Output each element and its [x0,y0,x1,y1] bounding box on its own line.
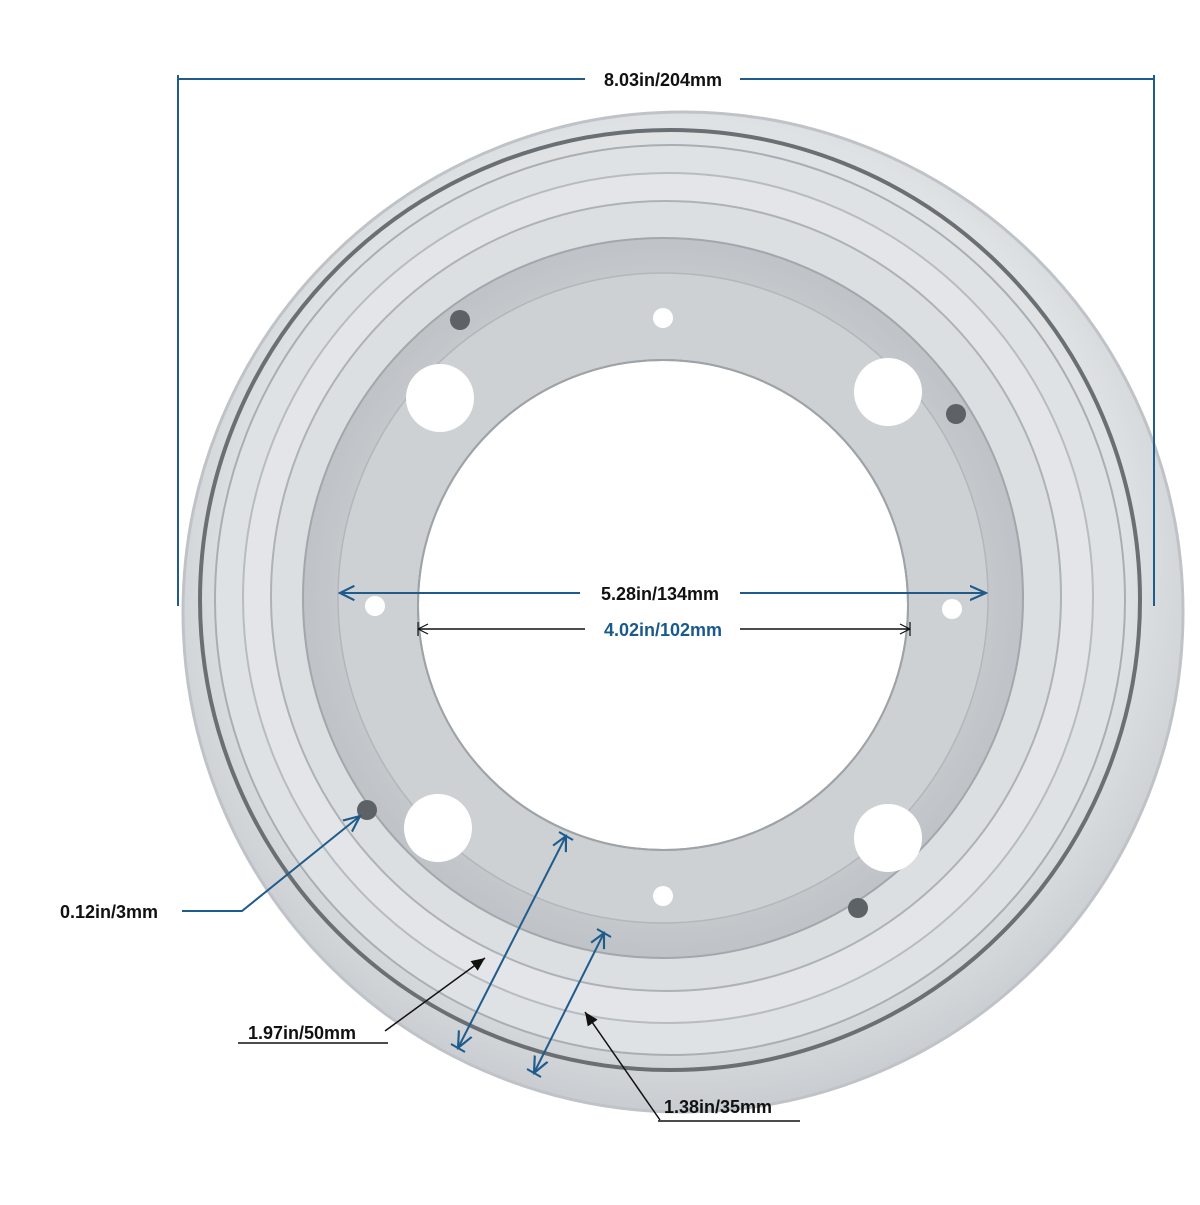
inner-diameter-dimension: 4.02in/102mm [417,620,911,640]
ring-width-inner-label: 1.38in/35mm [664,1097,772,1117]
through-hole [942,599,962,619]
ring-dim-35 [534,933,604,1073]
ring-tick-50a [558,831,574,841]
bearing-gap [198,128,1142,1072]
outer-diameter-label: 8.03in/204mm [604,70,722,90]
notch [404,794,472,862]
through-hole [653,886,673,906]
center-hole-edge [417,359,909,851]
ring-tick-35a [596,928,612,938]
hole-size-label: 0.12in/3mm [60,902,158,922]
center-hole [417,359,909,851]
mounting-hole [946,404,966,424]
ring-leader-35 [584,1011,661,1121]
hole-span-dimension: 5.28in/134mm [340,584,986,604]
mounting-hole [848,898,868,918]
ring-width-inner-dimension: 1.38in/35mm [526,928,800,1122]
ring-tick-50b [450,1043,466,1053]
ring-leader-50 [384,957,486,1032]
ring-width-outer-dimension: 1.97in/50mm [238,831,574,1053]
ring-dim-50 [458,836,566,1048]
through-hole [365,596,385,616]
outer-diameter-dimension: 8.03in/204mm [177,70,1155,606]
notch [854,358,922,426]
mounting-hole [450,310,470,330]
hole-leader [182,816,360,912]
ring-tick-35b [526,1068,542,1078]
turntable-part [181,110,1185,1114]
hole-size-callout: 0.12in/3mm [60,816,360,922]
notch [406,364,474,432]
ring-width-outer-label: 1.97in/50mm [248,1023,356,1043]
inner-arrow-right [899,622,911,636]
inner-diameter-label: 4.02in/102mm [604,620,722,640]
inner-arrow-left [417,622,429,636]
notch [854,804,922,872]
hole-span-label: 5.28in/134mm [601,584,719,604]
through-hole [653,308,673,328]
